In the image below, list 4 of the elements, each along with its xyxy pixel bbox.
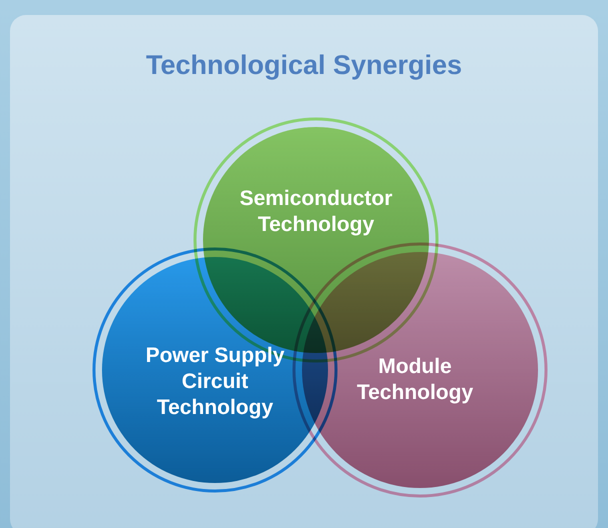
circle-label: Module Technology xyxy=(356,354,474,406)
circle-label: Power Supply Circuit Technology xyxy=(144,343,286,421)
circle-label: Semiconductor Technology xyxy=(238,186,394,238)
diagram-title: Technological Synergies xyxy=(144,50,464,81)
